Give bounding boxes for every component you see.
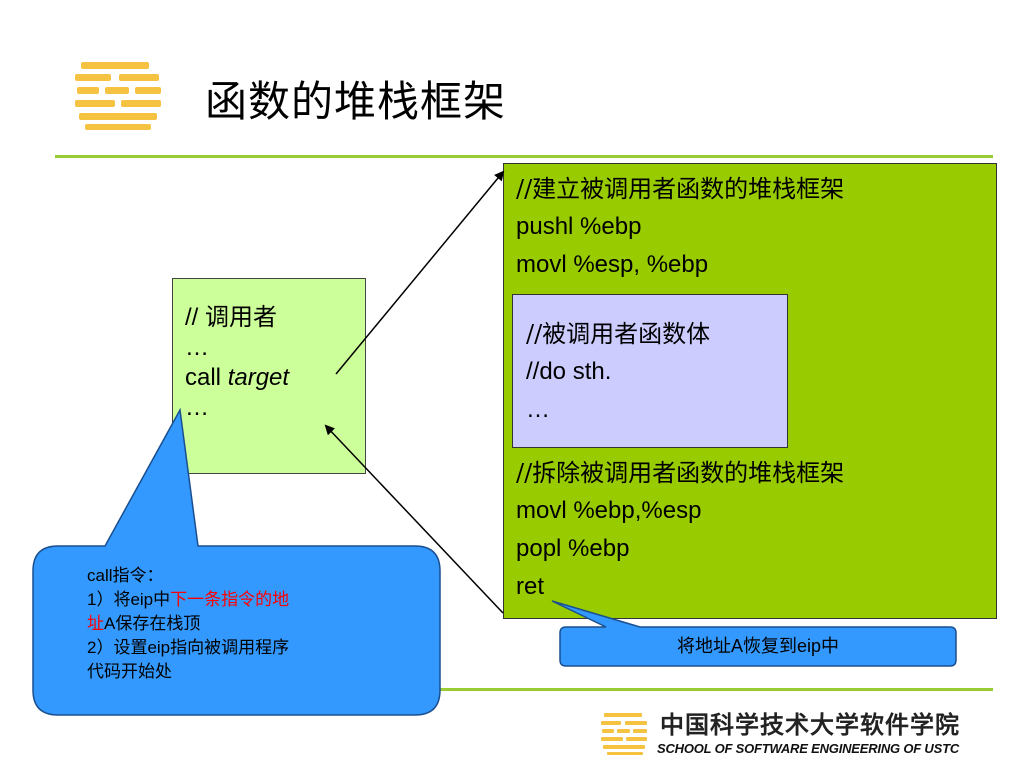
ret-callout-text: 将地址A恢复到eip中 — [676, 636, 840, 656]
caller-call-line: call target — [185, 363, 355, 393]
slide-title: 函数的堆栈框架 — [205, 77, 507, 126]
ret-callout-shape — [551, 600, 957, 667]
call-keyword: call — [185, 364, 228, 391]
caller-ellipsis-top: … — [185, 334, 209, 361]
call-callout-text: call指令： 1）将eip中下一条指令的地 址A保存在栈顶 2）设置eip指向… — [87, 564, 407, 684]
callout-step1-highlight-cont: 址 — [87, 614, 104, 633]
setup-comment: //建立被调用者函数的堆栈框架 — [516, 175, 845, 203]
setup-push: pushl %ebp — [516, 213, 642, 240]
callout-step1-highlight: 下一条指令的地 — [170, 590, 290, 609]
caller-ellipsis-bottom: … — [185, 394, 209, 421]
caller-comment: // 调用者 — [185, 304, 278, 331]
callout-step2: 2）设置eip指向被调用程序 — [87, 638, 290, 657]
callout-step2-cont: 代码开始处 — [87, 662, 172, 681]
teardown-pop: popl %ebp — [516, 535, 630, 562]
callee-body-box: //被调用者函数体 //do sth. … — [512, 294, 788, 448]
footer-logo-icon — [601, 713, 647, 755]
callout-step1-prefix: 1）将eip中 — [87, 590, 171, 609]
teardown-mov: movl %ebp,%esp — [516, 497, 702, 524]
top-divider — [55, 155, 993, 158]
return-arrow — [324, 424, 504, 614]
callout-heading: call指令： — [87, 566, 164, 585]
bottom-divider — [55, 688, 993, 691]
call-target: target — [227, 364, 290, 391]
teardown-comment: //拆除被调用者函数的堆栈框架 — [516, 459, 845, 487]
callout-step1: 1）将eip中下一条指令的地 — [87, 588, 407, 612]
call-arrow — [335, 170, 505, 375]
callout-step1-suffix: A保存在栈顶 — [104, 614, 201, 633]
teardown-ret: ret — [516, 573, 545, 600]
body-comment: //被调用者函数体 — [526, 320, 711, 348]
school-name-cn: 中国科学技术大学软件学院 — [660, 711, 960, 739]
ustc-logo-icon — [75, 62, 161, 130]
caller-box: // 调用者 … call target … — [172, 278, 366, 474]
call-callout-shape — [32, 407, 441, 716]
setup-mov: movl %esp, %ebp — [516, 251, 709, 278]
body-ellipsis: … — [526, 396, 550, 423]
body-do-sth: //do sth. — [526, 358, 612, 385]
callout-step1-cont: 址A保存在栈顶 — [87, 612, 407, 636]
school-name-en: SCHOOL OF SOFTWARE ENGINEERING OF USTC — [657, 741, 960, 756]
